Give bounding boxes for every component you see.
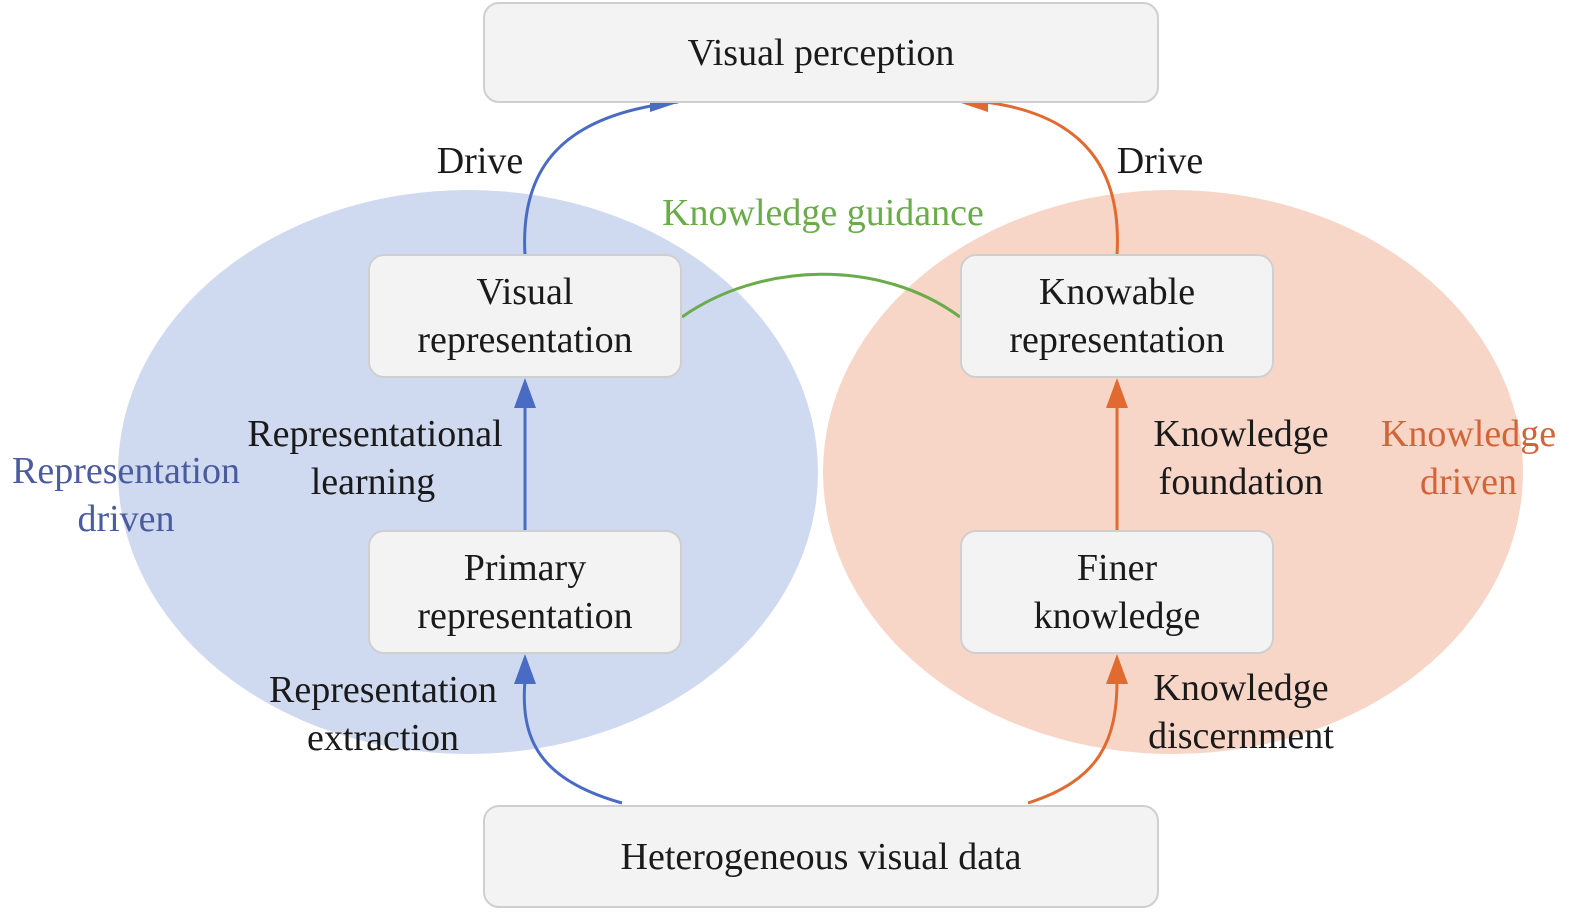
knowledge-discernment-label: Knowledge discernment xyxy=(1130,664,1352,760)
representation-extraction-label: Representation extraction xyxy=(248,666,518,762)
knowledge-driven-label: Knowledge driven xyxy=(1366,410,1571,506)
knowledge-foundation-label: Knowledge foundation xyxy=(1130,410,1352,506)
representational-learning-arrowhead xyxy=(514,378,536,408)
representation-extraction-line1: Representation xyxy=(269,669,497,711)
knowledge-discernment-line1: Knowledge xyxy=(1153,667,1329,709)
visual-perception-text: Visual perception xyxy=(687,31,955,74)
visual-perception-node: Visual perception xyxy=(483,2,1159,103)
knowledge-discernment-arrowhead xyxy=(1106,654,1128,684)
knowable-representation-line2: representation xyxy=(1009,319,1225,361)
representation-driven-line2: driven xyxy=(77,498,175,540)
knowledge-guidance-label: Knowledge guidance xyxy=(662,192,984,234)
visual-representation-line1: Visual xyxy=(476,271,574,313)
knowable-representation-node: Knowable representation xyxy=(960,254,1274,378)
drive-right-label: Drive xyxy=(1116,140,1204,182)
representation-driven-label: Representation driven xyxy=(0,447,252,543)
representational-learning-line1: Representational xyxy=(247,413,503,455)
finer-knowledge-node: Finer knowledge xyxy=(960,530,1274,654)
knowledge-foundation-line1: Knowledge xyxy=(1153,413,1329,455)
drive-left-arrow xyxy=(523,100,679,256)
drive-right-arrow xyxy=(984,100,1119,256)
knowledge-discernment-arrow xyxy=(1027,679,1119,805)
knowledge-driven-line1: Knowledge xyxy=(1380,413,1557,455)
primary-representation-line1: Primary xyxy=(463,547,587,589)
finer-knowledge-line1: Finer xyxy=(1076,547,1158,589)
knowable-representation-line1: Knowable xyxy=(1038,271,1196,313)
representation-driven-line1: Representation xyxy=(12,450,240,492)
representational-learning-label: Representational learning xyxy=(225,410,525,506)
knowledge-foundation-line2: foundation xyxy=(1158,461,1324,503)
heterogeneous-data-node: Heterogeneous visual data xyxy=(483,805,1159,908)
knowledge-discernment-line2: discernment xyxy=(1148,715,1334,757)
finer-knowledge-line2: knowledge xyxy=(1033,595,1201,637)
primary-representation-line2: representation xyxy=(417,595,633,637)
primary-representation-node: Primary representation xyxy=(368,530,682,654)
representation-extraction-arrowhead xyxy=(514,654,536,684)
heterogeneous-data-text: Heterogeneous visual data xyxy=(620,835,1022,878)
representation-extraction-line2: extraction xyxy=(307,717,459,759)
knowledge-foundation-arrowhead xyxy=(1106,378,1128,408)
drive-left-label: Drive xyxy=(436,140,524,182)
representational-learning-line2: learning xyxy=(310,461,436,503)
representation-extraction-arrow xyxy=(522,679,623,805)
knowledge-guidance-link xyxy=(681,272,961,319)
visual-representation-node: Visual representation xyxy=(368,254,682,378)
knowledge-driven-line2: driven xyxy=(1419,461,1518,503)
visual-representation-line2: representation xyxy=(417,319,633,361)
